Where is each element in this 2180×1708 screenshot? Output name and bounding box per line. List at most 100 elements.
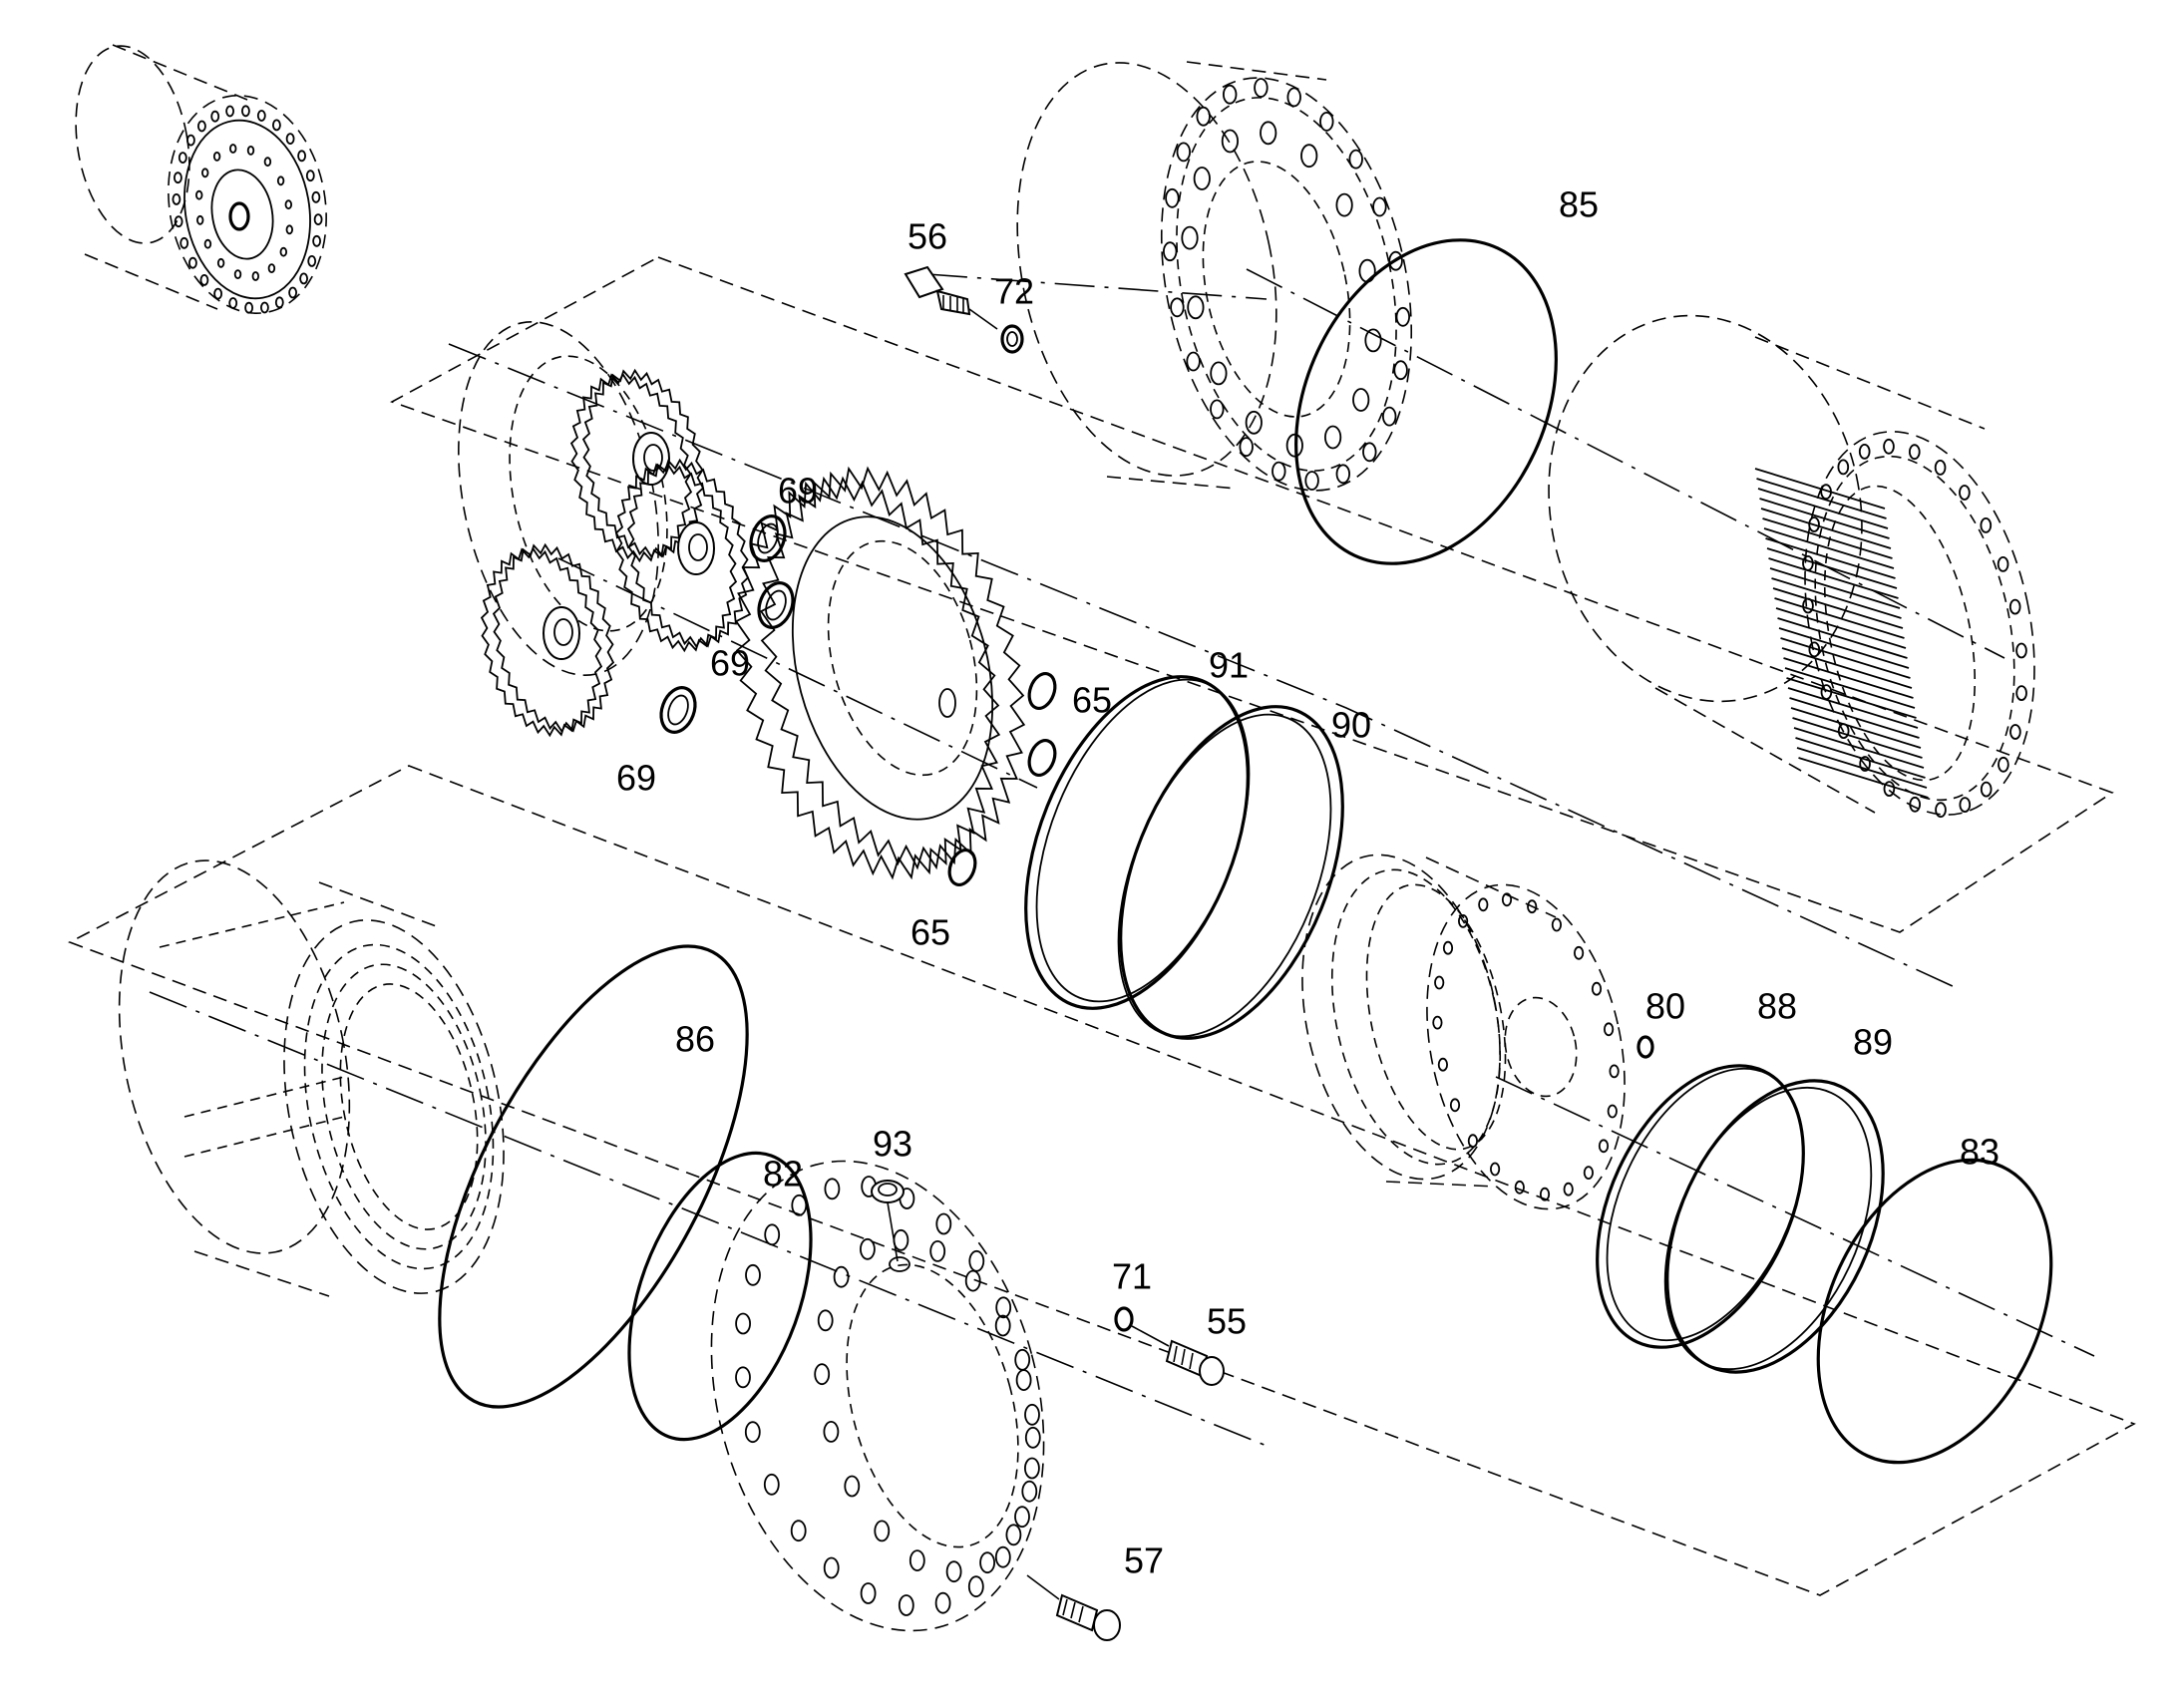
spline-tooth: [1772, 587, 1904, 629]
bolt-hole: [1165, 187, 1180, 208]
bolt-hole: [1176, 142, 1192, 163]
bolt-hole: [284, 199, 292, 210]
bolt-hole: [228, 144, 237, 154]
bolt-hole: [1170, 297, 1185, 318]
snap-ring-65-c: [947, 848, 977, 887]
spline-tooth: [1756, 478, 1887, 519]
bolt-hole: [196, 120, 206, 133]
planet-gear-right-shaft: [677, 521, 715, 575]
reference-housing: [75, 44, 327, 314]
bolt-hole: [2015, 685, 2027, 701]
seal-ring-82: [627, 1151, 813, 1442]
bolt-hole: [1381, 406, 1397, 427]
part-label-71: 71: [1112, 1256, 1152, 1297]
bolt-hole: [994, 1314, 1011, 1337]
bolt-hole: [2009, 724, 2021, 740]
bolt-hole: [297, 150, 307, 163]
bolt-hole: [1837, 723, 1850, 739]
planet-gear-bottom: [492, 542, 615, 734]
bolt-hole: [1442, 940, 1454, 955]
bolt-hole: [860, 1582, 877, 1604]
seal-ring-85: [1294, 238, 1558, 565]
bolt-hole: [1393, 360, 1408, 381]
bolt-hole: [1324, 425, 1342, 450]
seal-ring-89: [1663, 1079, 1885, 1374]
lower-left-drum: [118, 859, 505, 1297]
part-label-69: 69: [616, 758, 656, 799]
bolt-hole: [1162, 241, 1178, 262]
plug-93: [871, 1180, 910, 1272]
bolt-hole: [1187, 295, 1205, 320]
bolt-hole: [929, 1240, 946, 1262]
bolt-hole: [1820, 684, 1833, 700]
o-ring-80: [1636, 1035, 1654, 1059]
snap-ring-65-b: [1027, 738, 1057, 778]
planet-carrier: [458, 321, 750, 738]
bolt-hole: [274, 296, 284, 309]
bolt-hole: [1980, 781, 1993, 798]
bolt-hole: [735, 1366, 751, 1389]
bolt-hole: [823, 1556, 840, 1579]
bolt-hole: [267, 263, 276, 274]
bolt-hole: [1186, 351, 1201, 372]
bolt-hole: [1858, 443, 1871, 460]
bolt-hole: [824, 1178, 841, 1200]
spline-tooth: [1774, 597, 1905, 639]
bolt-hole: [1820, 484, 1832, 501]
part-label-83: 83: [1960, 1132, 1999, 1173]
bolt-hole: [199, 273, 209, 286]
washer-69-c: [659, 686, 697, 734]
washer-72-inner: [1006, 331, 1018, 347]
bolt-hole: [1222, 84, 1238, 105]
bolt-hole: [1583, 1166, 1595, 1180]
bolt-hole: [279, 246, 287, 257]
bolt-hole: [216, 257, 225, 268]
spline-tooth: [1777, 617, 1908, 659]
bolt-hole: [967, 1575, 984, 1598]
spline-tooth: [1766, 547, 1898, 589]
bolt-hole: [1432, 1015, 1443, 1030]
bolt-hole: [1348, 149, 1363, 170]
spline-tooth: [1795, 737, 1926, 779]
part-label-57: 57: [1124, 1540, 1164, 1581]
part-label-80: 80: [1645, 986, 1685, 1027]
washer-69-a: [749, 514, 787, 562]
bolt-hole: [285, 224, 293, 235]
bolt-hole: [180, 236, 189, 249]
bolt-hole: [874, 1520, 891, 1542]
part-label-86: 86: [675, 1019, 715, 1060]
bolt-hole: [1024, 1426, 1041, 1449]
bolt-hole: [1362, 442, 1377, 463]
bolt-55: [1131, 1325, 1225, 1386]
spline-tooth: [1757, 488, 1889, 529]
bolt-hole: [1959, 797, 1972, 813]
bolt-hole: [1935, 802, 1947, 819]
bolt-hole: [313, 213, 323, 226]
bolt-hole: [1467, 1134, 1479, 1149]
bolt-hole: [213, 287, 223, 300]
ring-gear: [734, 466, 1026, 880]
part-label-88: 88: [1757, 986, 1797, 1027]
spline-tooth: [1793, 727, 1925, 769]
planet-gear-right-bore: [688, 533, 708, 561]
spline-tooth: [1781, 647, 1913, 689]
bolt-hole: [233, 269, 242, 280]
planet-gear-right-back: [614, 462, 738, 653]
bolt-hole: [288, 286, 298, 299]
bottom-cover-plate: [710, 1160, 1045, 1632]
bolt-hole: [1335, 464, 1351, 485]
right-drum-housing: [1548, 314, 2035, 819]
bolt-hole: [1352, 388, 1370, 412]
bolt-hole: [1859, 756, 1871, 772]
axis-lower: [149, 991, 1268, 1447]
bolt-hole: [1319, 112, 1334, 132]
axis-upper-right: [1246, 268, 2005, 659]
bolt-hole: [1434, 975, 1445, 990]
bolt-hole: [1260, 121, 1277, 146]
right-hub: [1301, 854, 1626, 1210]
bolt-hole: [1998, 756, 2009, 773]
bolt-57: [1026, 1574, 1121, 1641]
washer-72: [1000, 324, 1024, 354]
